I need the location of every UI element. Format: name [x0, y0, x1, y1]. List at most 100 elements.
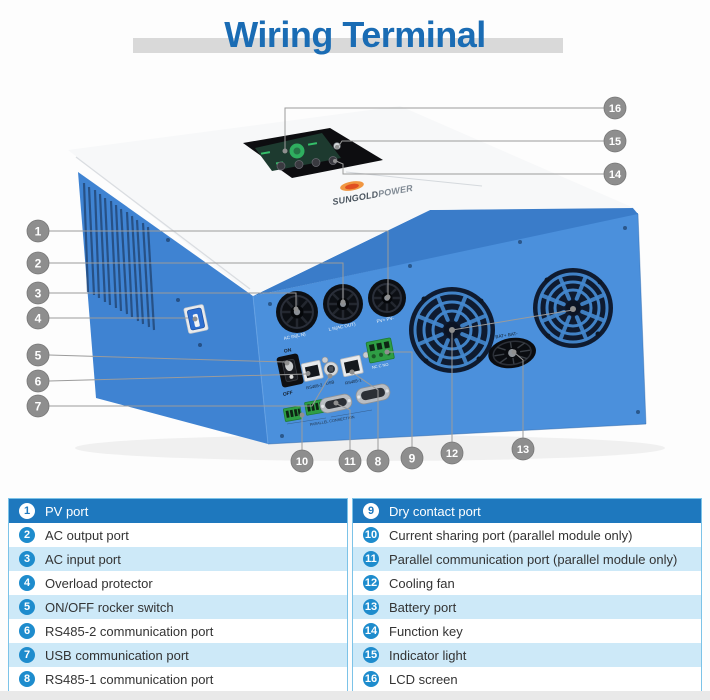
dry-contact-label: NC C NO: [371, 362, 389, 370]
case-screws: [166, 226, 640, 438]
legend-row-7: 7 USB communication port: [9, 643, 347, 667]
row-label: Overload protector: [45, 575, 153, 591]
svg-text:2: 2: [35, 257, 42, 271]
callout-11: 11: [338, 449, 362, 473]
svg-text:7: 7: [35, 400, 42, 414]
callout-7: 7: [26, 394, 50, 418]
vent-grid: [82, 182, 156, 331]
legend-row-8: 8 RS485-1 communication port: [9, 667, 347, 691]
callout-5: 5: [26, 343, 50, 367]
inverter-diagram: SUNGOLDPOWER AC IN(L N): [26, 96, 665, 473]
parallel-comm-port-2: [355, 383, 391, 405]
svg-text:6: 6: [35, 375, 42, 389]
legend-row-13: 13 Battery port: [353, 595, 701, 619]
row-badge: 10: [363, 527, 379, 543]
callout-6: 6: [26, 369, 50, 393]
row-label: Cooling fan: [389, 575, 455, 591]
callout-14: 14: [603, 162, 627, 186]
svg-text:14: 14: [609, 169, 622, 181]
row-badge: 11: [363, 551, 379, 567]
callout-12: 12: [440, 441, 464, 465]
row-label: Current sharing port (parallel module on…: [389, 527, 633, 543]
svg-text:9: 9: [409, 452, 416, 466]
row-badge: 8: [19, 671, 35, 687]
page-title: Wiring Terminal: [224, 14, 486, 55]
parallel-row: PARALLEL CONNECTION: [283, 383, 391, 427]
usb-port: USB: [323, 361, 339, 386]
row-label: ON/OFF rocker switch: [45, 599, 174, 615]
current-sharing-port: [283, 399, 325, 422]
svg-text:11: 11: [344, 456, 356, 468]
callout-lines: [48, 107, 604, 450]
callout-13: 13: [511, 437, 535, 461]
svg-text:4: 4: [35, 312, 42, 326]
svg-text:8: 8: [375, 455, 382, 469]
callout-15: 15: [603, 129, 627, 153]
callout-3: 3: [26, 281, 50, 305]
rs485-1-label: RS485-1: [345, 377, 363, 385]
legend-row-16: 16 LCD screen: [353, 667, 701, 691]
callout-10: 10: [290, 449, 314, 473]
row-label: Battery port: [389, 599, 457, 615]
row-label: Indicator light: [389, 647, 467, 663]
io-port-row: ON OFF RS485-2 USB RS485-1: [276, 337, 395, 398]
dry-contact-port: NC C NO: [365, 337, 395, 370]
rs485-2-label: RS485-2: [306, 382, 324, 390]
footer-strip: [0, 691, 710, 700]
row-label: Function key: [389, 623, 463, 639]
row-badge: 5: [19, 599, 35, 615]
rs485-1-port: RS485-1: [340, 355, 364, 386]
switch-off-label: OFF: [282, 390, 293, 398]
row-badge: 7: [19, 647, 35, 663]
rs485-2-port: RS485-2: [300, 360, 324, 390]
row-badge: 3: [19, 551, 35, 567]
row-label: RS485-2 communication port: [45, 623, 214, 639]
svg-text:3: 3: [35, 287, 42, 301]
title-underline-bar: [133, 38, 563, 53]
row-label: USB communication port: [45, 647, 189, 663]
battery-label: BAT+ BAT-: [495, 331, 518, 340]
svg-text:10: 10: [296, 456, 308, 468]
svg-text:5: 5: [35, 349, 42, 363]
gland-label-ac-in: AC IN(L N): [283, 331, 306, 341]
legend-row-6: 6 RS485-2 communication port: [9, 619, 347, 643]
row-badge: 2: [19, 527, 35, 543]
legend-row-3: 3 AC input port: [9, 547, 347, 571]
gland-label-pv: PV+ PV-: [376, 315, 395, 324]
row-badge: 4: [19, 575, 35, 591]
row-label: AC input port: [45, 551, 121, 567]
switch-on-label: ON: [283, 347, 292, 355]
row-badge: 16: [363, 671, 379, 687]
row-badge: 1: [19, 503, 35, 519]
row-badge: 6: [19, 623, 35, 639]
legend-row-14: 14 Function key: [353, 619, 701, 643]
callout-16: 16: [603, 96, 627, 120]
legend-row-5: 5 ON/OFF rocker switch: [9, 595, 347, 619]
callout-markers: 1 2 3 4 5 6 7 10 11 8 9 12 13 14 15 16: [26, 96, 627, 473]
legend-row-1: 1 PV port: [9, 499, 347, 523]
callout-8: 8: [366, 449, 390, 473]
row-badge: 14: [363, 623, 379, 639]
svg-text:1: 1: [35, 225, 42, 239]
legend-row-2: 2 AC output port: [9, 523, 347, 547]
svg-text:15: 15: [609, 136, 621, 148]
callout-4: 4: [26, 306, 50, 330]
row-label: RS485-1 communication port: [45, 671, 214, 687]
callout-9: 9: [400, 446, 424, 470]
svg-text:16: 16: [609, 103, 621, 115]
legend-row-4: 4 Overload protector: [9, 571, 347, 595]
row-badge: 13: [363, 599, 379, 615]
row-label: LCD screen: [389, 671, 458, 687]
usb-label: USB: [325, 379, 335, 386]
row-label: Dry contact port: [389, 503, 481, 519]
svg-text:13: 13: [517, 444, 529, 456]
row-label: PV port: [45, 503, 89, 519]
row-label: AC output port: [45, 527, 129, 543]
